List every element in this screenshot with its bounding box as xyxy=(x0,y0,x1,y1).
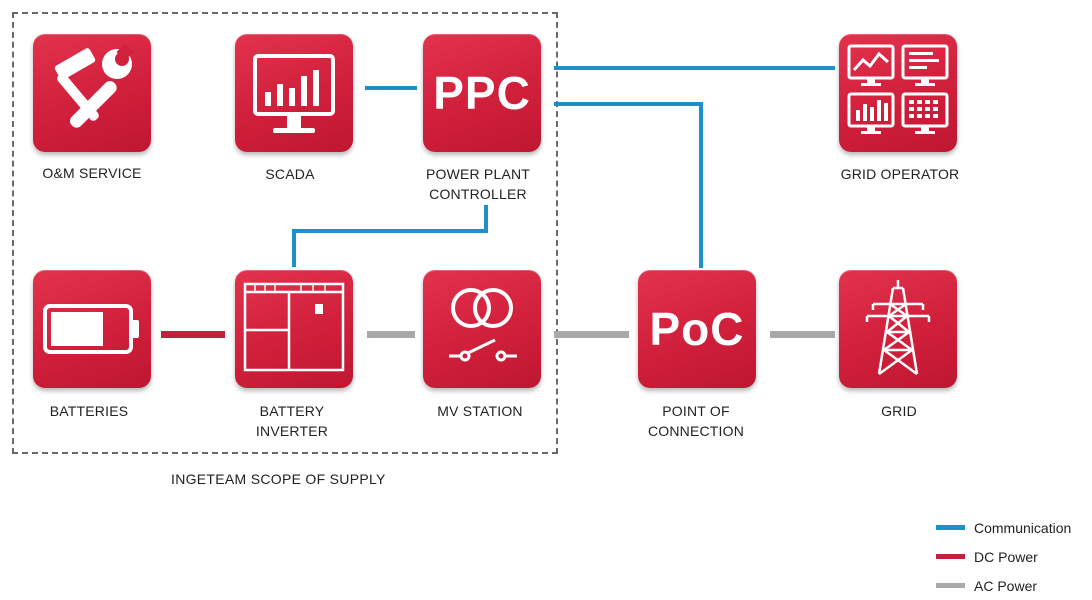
grid-operator-label-line: GRID OPERATOR xyxy=(840,166,960,182)
grid-label: GRID xyxy=(809,401,989,421)
mv-station-tile xyxy=(423,270,541,388)
batteries-label: BATTERIES xyxy=(0,401,179,421)
mv-station-label-line: MV STATION xyxy=(437,403,523,419)
grid-operator-label: GRID OPERATOR xyxy=(810,164,990,184)
ppc-label-line-1: POWER PLANT xyxy=(425,166,531,182)
om-service-label: O&M SERVICE xyxy=(2,163,182,183)
battery-inverter-label-line-2: INVERTER xyxy=(255,423,329,439)
transmission-tower-icon xyxy=(865,280,931,376)
ac-line-poc-grid xyxy=(770,331,835,338)
poc-tile: PoC xyxy=(638,270,756,388)
legend-swatch-ac-power xyxy=(936,583,965,588)
comm-line-ppc-grid-operator xyxy=(554,66,835,70)
comm-line-scada-ppc xyxy=(365,86,417,90)
comm-line-ppc-inverter-vertical-top xyxy=(484,205,488,233)
grid-operator-tile xyxy=(839,34,957,152)
comm-line-ppc-inverter-horizontal xyxy=(292,229,488,233)
batteries-label-line: BATTERIES xyxy=(49,403,129,419)
comm-line-ppc-inverter-vertical-bottom xyxy=(292,229,296,267)
grid-label-line: GRID xyxy=(881,403,917,419)
legend-item-dc-power: DC Power xyxy=(936,542,1071,571)
legend: Communication DC Power AC Power xyxy=(936,513,1071,600)
scope-boundary xyxy=(12,12,558,454)
batteries-tile xyxy=(33,270,151,388)
tools-icon xyxy=(54,43,134,128)
transformer-switch-icon xyxy=(449,288,517,362)
om-service-label-line: O&M SERVICE xyxy=(42,165,142,181)
legend-item-ac-power: AC Power xyxy=(936,571,1071,600)
poc-tile-text: PoC xyxy=(649,303,745,355)
ac-line-inverter-mv xyxy=(367,331,415,338)
poc-label-line-1: POINT OF xyxy=(662,403,730,419)
scada-label: SCADA xyxy=(200,164,380,184)
inverter-cabinet-icon xyxy=(243,282,345,372)
legend-swatch-dc-power xyxy=(936,554,965,559)
battery-inverter-label: BATTERY INVERTER xyxy=(202,401,382,441)
multi-monitor-icon xyxy=(847,44,949,134)
battery-icon xyxy=(43,304,139,354)
ac-line-mv-poc xyxy=(554,331,629,338)
grid-tile xyxy=(839,270,957,388)
monitor-chart-icon xyxy=(253,54,335,133)
legend-label-communication: Communication xyxy=(974,519,1072,536)
battery-inverter-tile xyxy=(235,270,353,388)
legend-swatch-communication xyxy=(936,525,965,530)
legend-item-communication: Communication xyxy=(936,513,1071,542)
ppc-tile: PPC xyxy=(423,34,541,152)
om-service-tile xyxy=(33,34,151,152)
legend-label-dc-power: DC Power xyxy=(974,548,1038,565)
comm-line-ppc-poc-horizontal xyxy=(554,102,703,106)
scada-tile xyxy=(235,34,353,152)
dc-line-batteries-inverter xyxy=(161,331,225,338)
poc-label: POINT OF CONNECTION xyxy=(606,401,786,441)
ppc-label: POWER PLANT CONTROLLER xyxy=(388,164,568,204)
ppc-tile-text: PPC xyxy=(433,67,531,119)
scada-label-line: SCADA xyxy=(265,166,315,182)
ppc-label-line-2: CONTROLLER xyxy=(429,186,527,202)
scope-label: INGETEAM SCOPE OF SUPPLY xyxy=(171,471,386,487)
poc-label-line-2: CONNECTION xyxy=(647,423,745,439)
legend-label-ac-power: AC Power xyxy=(974,577,1038,594)
battery-inverter-label-line-1: BATTERY xyxy=(259,403,325,419)
mv-station-label: MV STATION xyxy=(390,401,570,421)
comm-line-ppc-poc-vertical xyxy=(699,102,703,268)
